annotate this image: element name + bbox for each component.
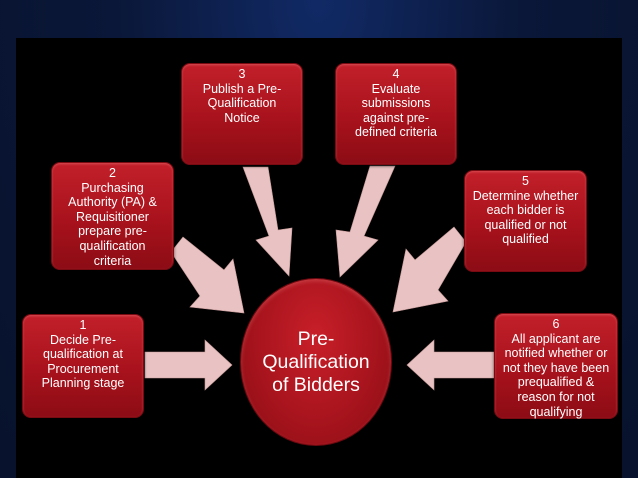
arrow-step-5 [392, 226, 467, 313]
step-box-2: 2 Purchasing Authority (PA) & Requisitio… [51, 162, 174, 270]
step-box-6: 6 All applicant are notified whether or … [494, 313, 618, 419]
step-box-3: 3 Publish a Pre- Qualification Notice [181, 63, 303, 165]
step-text: All applicant are notified whether or no… [502, 331, 610, 419]
step-number: 6 [552, 317, 560, 331]
step-text: Evaluate submissions against pre- define… [355, 81, 437, 140]
step-box-4: 4 Evaluate submissions against pre- defi… [335, 63, 457, 165]
arrow-step-6 [406, 339, 495, 391]
arrow-step-4 [335, 165, 396, 278]
step-number: 3 [238, 67, 246, 81]
step-box-5: 5 Determine whether each bidder is quali… [464, 170, 587, 272]
step-number: 2 [109, 166, 116, 180]
center-label: Pre- Qualification of Bidders [262, 327, 370, 396]
step-number: 1 [79, 318, 87, 332]
center-circle: Pre- Qualification of Bidders [240, 278, 392, 446]
step-text: Purchasing Authority (PA) & Requisitione… [68, 180, 157, 268]
step-text: Publish a Pre- Qualification Notice [202, 81, 282, 125]
step-number: 4 [392, 67, 400, 81]
step-box-1: 1 Decide Pre- qualification at Procureme… [22, 314, 144, 418]
arrow-step-3 [242, 166, 293, 277]
step-text: Determine whether each bidder is qualifi… [472, 188, 579, 247]
step-text: Decide Pre- qualification at Procurement… [41, 332, 125, 391]
step-number: 5 [522, 174, 529, 188]
arrow-step-1 [144, 339, 233, 391]
arrow-step-2 [170, 236, 245, 314]
